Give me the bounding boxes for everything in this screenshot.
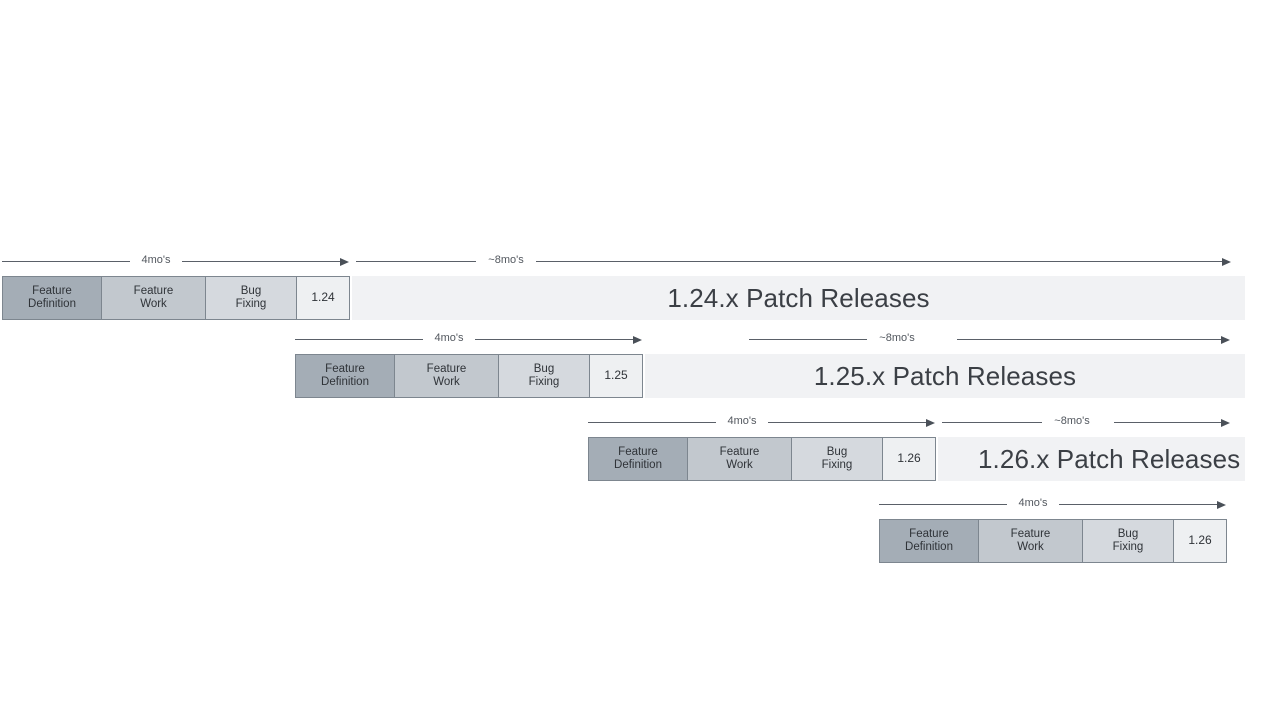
phase-label-line1: Feature — [32, 284, 72, 297]
development-duration-label-1-24: 4mo's — [141, 254, 171, 266]
development-duration-arrow-1-25: 4mo's — [295, 330, 643, 352]
version-label: 1.24 — [311, 290, 335, 305]
arrow-line-left — [2, 261, 130, 262]
arrow-head-icon — [1221, 418, 1230, 427]
phase-label-line2: Fixing — [1112, 541, 1144, 553]
phase-label-line1: Bug — [1117, 527, 1139, 540]
phase-label-line1: Feature — [618, 445, 658, 458]
phase-strip-next: Feature Definition Feature Work Bug Fixi… — [879, 519, 1227, 563]
phase-label-line1: Feature — [909, 527, 949, 540]
version-box-1-26[interactable]: 1.26 — [883, 437, 936, 481]
phase-strip-1-26: Feature Definition Feature Work Bug Fixi… — [588, 437, 936, 481]
phase-strip-1-25: Feature Definition Feature Work Bug Fixi… — [295, 354, 643, 398]
arrow-line-right — [957, 339, 1222, 340]
phase-feature-work-1-25[interactable]: Feature Work — [395, 354, 499, 398]
arrow-line-left — [942, 422, 1042, 423]
patch-duration-arrow-1-25: ~8mo's — [749, 330, 1232, 352]
phase-label-line1: Bug — [826, 445, 848, 458]
phase-label-line1: Feature — [325, 362, 365, 375]
phase-feature-definition-1-24[interactable]: Feature Definition — [2, 276, 102, 320]
arrow-line-right — [475, 339, 634, 340]
phase-strip-1-24: Feature Definition Feature Work Bug Fixi… — [2, 276, 350, 320]
arrow-line-right — [1059, 504, 1218, 505]
patch-release-label-1-24: 1.24.x Patch Releases — [667, 282, 930, 313]
version-box-next[interactable]: 1.26 — [1174, 519, 1227, 563]
phase-label-line2: Work — [433, 376, 460, 388]
phase-bug-fixing-next[interactable]: Bug Fixing — [1083, 519, 1174, 563]
phase-feature-work-1-24[interactable]: Feature Work — [102, 276, 206, 320]
phase-feature-work-next[interactable]: Feature Work — [979, 519, 1083, 563]
phase-feature-work-1-26[interactable]: Feature Work — [688, 437, 792, 481]
phase-label-line1: Feature — [1010, 527, 1051, 540]
phase-label-line2: Fixing — [235, 298, 267, 310]
phase-label-line1: Feature — [719, 445, 760, 458]
phase-label-line2: Definition — [28, 298, 76, 310]
patch-duration-arrow-1-26: ~8mo's — [942, 413, 1232, 435]
phase-feature-definition-1-26[interactable]: Feature Definition — [588, 437, 688, 481]
version-box-1-25[interactable]: 1.25 — [590, 354, 643, 398]
phase-label-line1: Feature — [426, 362, 467, 375]
phase-label-line2: Work — [140, 298, 167, 310]
patch-duration-label-1-24: ~8mo's — [488, 254, 524, 266]
arrow-line-right — [182, 261, 341, 262]
patch-duration-arrow-1-24: ~8mo's — [356, 252, 1232, 274]
development-duration-label-next: 4mo's — [1018, 497, 1048, 509]
development-duration-arrow-1-24: 4mo's — [2, 252, 350, 274]
phase-label-line1: Bug — [240, 284, 262, 297]
arrow-line-right — [536, 261, 1223, 262]
version-label: 1.26 — [1188, 533, 1212, 548]
arrow-line-right — [1114, 422, 1222, 423]
phase-label-line2: Work — [1017, 541, 1044, 553]
arrow-line-left — [356, 261, 476, 262]
phase-label-line2: Definition — [614, 459, 662, 471]
phase-label-line1: Bug — [533, 362, 555, 375]
patch-release-bar-1-26: 1.26.x Patch Releases — [938, 437, 1245, 481]
development-duration-arrow-next: 4mo's — [879, 495, 1227, 517]
development-duration-arrow-1-26: 4mo's — [588, 413, 936, 435]
arrow-head-icon — [1217, 500, 1226, 509]
development-duration-label-1-26: 4mo's — [727, 415, 757, 427]
patch-release-bar-1-25: 1.25.x Patch Releases — [645, 354, 1245, 398]
arrow-line-left — [588, 422, 716, 423]
arrow-head-icon — [633, 335, 642, 344]
phase-bug-fixing-1-26[interactable]: Bug Fixing — [792, 437, 883, 481]
phase-label-line1: Feature — [133, 284, 174, 297]
version-label: 1.26 — [897, 451, 921, 466]
phase-label-line2: Fixing — [821, 459, 853, 471]
version-label: 1.25 — [604, 368, 628, 383]
arrow-line-left — [295, 339, 423, 340]
arrow-head-icon — [1222, 257, 1231, 266]
phase-label-line2: Definition — [905, 541, 953, 553]
arrow-head-icon — [1221, 335, 1230, 344]
development-duration-label-1-25: 4mo's — [434, 332, 464, 344]
patch-release-label-1-25: 1.25.x Patch Releases — [813, 360, 1077, 391]
arrow-line-left — [879, 504, 1007, 505]
phase-bug-fixing-1-25[interactable]: Bug Fixing — [499, 354, 590, 398]
version-box-1-24[interactable]: 1.24 — [297, 276, 350, 320]
phase-feature-definition-next[interactable]: Feature Definition — [879, 519, 979, 563]
phase-label-line2: Fixing — [528, 376, 560, 388]
patch-release-label-1-26: 1.26.x Patch Releases — [978, 443, 1241, 474]
arrow-line-right — [768, 422, 927, 423]
arrow-head-icon — [340, 257, 349, 266]
patch-duration-label-1-26: ~8mo's — [1054, 415, 1090, 427]
arrow-head-icon — [926, 418, 935, 427]
phase-label-line2: Definition — [321, 376, 369, 388]
patch-duration-label-1-25: ~8mo's — [879, 332, 915, 344]
patch-release-bar-1-24: 1.24.x Patch Releases — [352, 276, 1245, 320]
phase-bug-fixing-1-24[interactable]: Bug Fixing — [206, 276, 297, 320]
phase-label-line2: Work — [726, 459, 753, 471]
arrow-line-left — [749, 339, 867, 340]
phase-feature-definition-1-25[interactable]: Feature Definition — [295, 354, 395, 398]
